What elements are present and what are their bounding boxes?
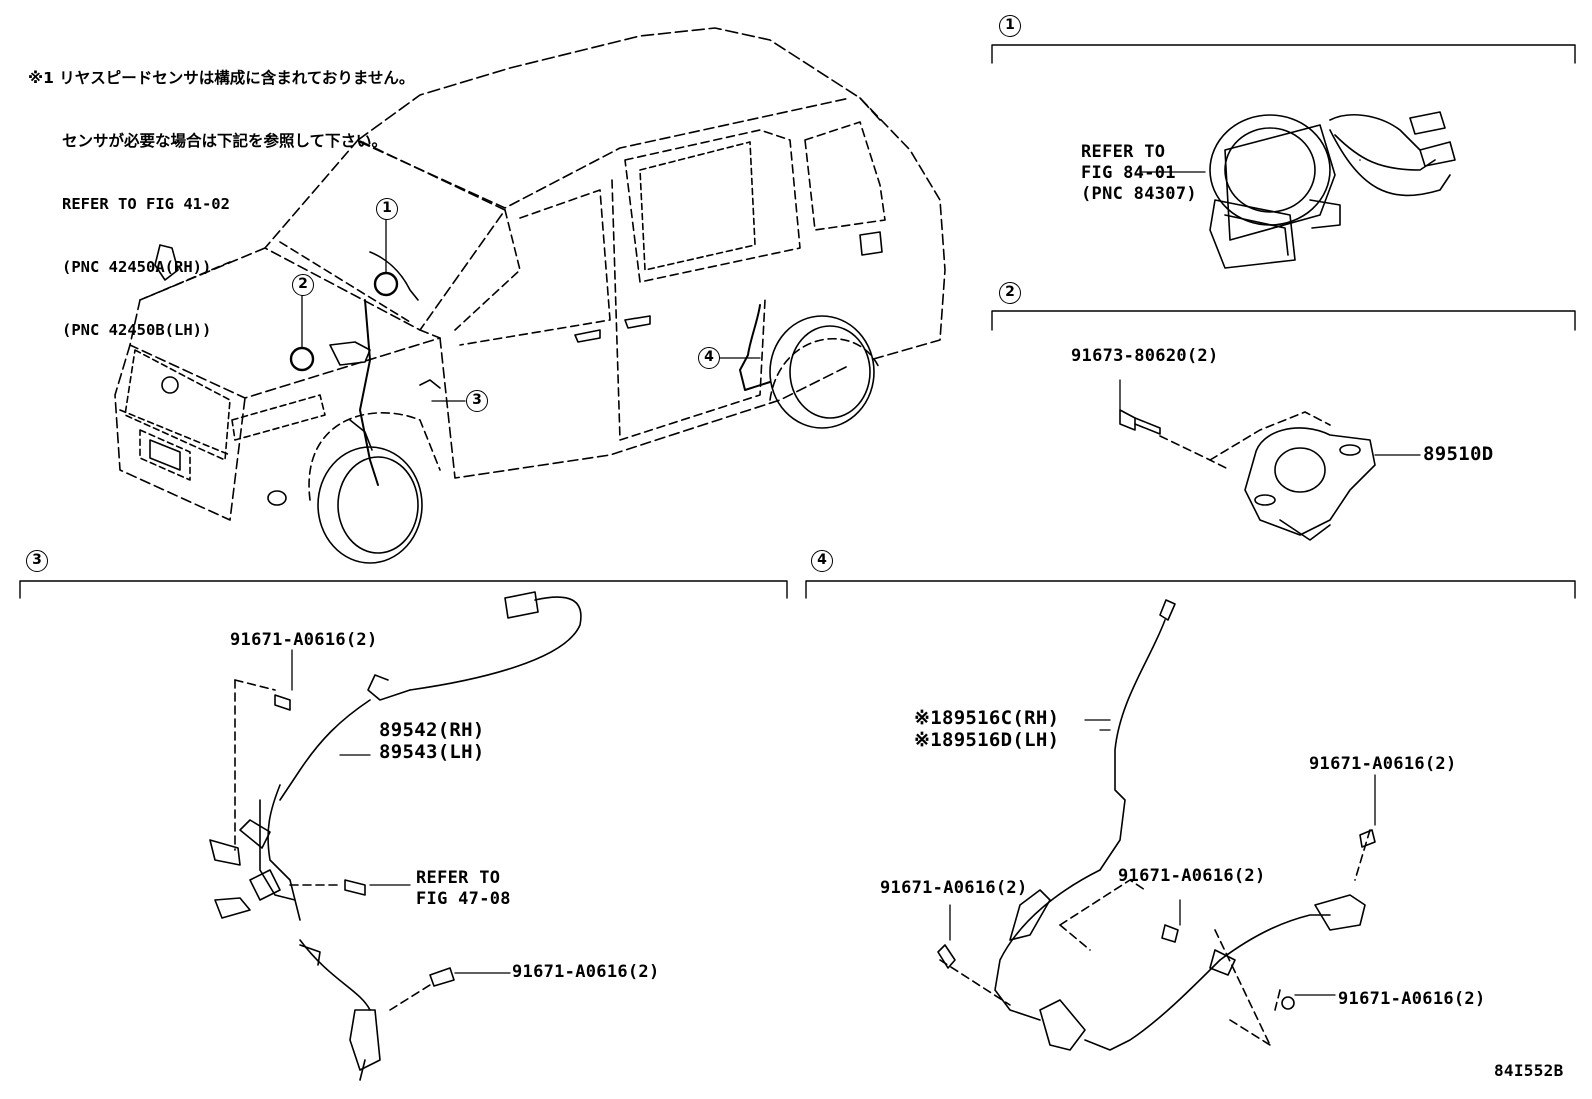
section4-bolt-right-bottom-label[interactable]: 91671-A0616(2) xyxy=(1338,989,1486,1009)
note-line-4: (PNC 42450A(RH)) xyxy=(62,258,212,276)
section-4-callout[interactable]: 4 xyxy=(811,550,833,572)
note-line-3: REFER TO FIG 41-02 xyxy=(62,195,230,213)
section-4-bracket xyxy=(805,580,1576,599)
section4-part-lh-label[interactable]: ※189516D(LH) xyxy=(914,729,1060,751)
rear-sensor-harness-drawing xyxy=(937,159,1376,1051)
note-line-1: ※1 リヤスピードセンサは構成に含まれておりません。 xyxy=(28,69,415,87)
section-2-callout[interactable]: 2 xyxy=(999,282,1021,304)
section3-refer-line2[interactable]: FIG 47-08 xyxy=(416,889,511,909)
spiral-cable-drawing xyxy=(1209,111,1456,269)
section3-part-rh-label[interactable]: 89542(RH) xyxy=(379,719,485,741)
yaw-rate-sensor-drawing xyxy=(1119,379,1421,541)
section1-refer-line3: (PNC 84307) xyxy=(1081,184,1197,204)
section-3-bracket xyxy=(19,580,788,599)
vehicle-callout-3[interactable]: 3 xyxy=(466,390,488,412)
vehicle-callout-1[interactable]: 1 xyxy=(376,198,398,220)
section1-refer-line2[interactable]: FIG 84-01 xyxy=(1081,163,1176,183)
section-2-bracket xyxy=(991,310,1576,331)
section3-bolt-bottom-label[interactable]: 91671-A0616(2) xyxy=(512,962,660,982)
vehicle-callout-2[interactable]: 2 xyxy=(292,274,314,296)
front-speed-sensor-drawing xyxy=(209,591,582,1081)
section-1-callout[interactable]: 1 xyxy=(999,15,1021,37)
section3-part-lh-label[interactable]: 89543(LH) xyxy=(379,741,485,763)
section3-refer-line1: REFER TO xyxy=(416,868,501,888)
section3-bolt-top-label[interactable]: 91671-A0616(2) xyxy=(230,630,378,650)
section1-refer-line1: REFER TO xyxy=(1081,142,1166,162)
callout-leaders xyxy=(301,217,761,402)
note-line-2: センサが必要な場合は下記を参照して下さい。 xyxy=(62,132,388,150)
vehicle-callout-4[interactable]: 4 xyxy=(698,347,720,369)
section4-part-rh-label[interactable]: ※189516C(RH) xyxy=(914,707,1060,729)
vehicle-drawing xyxy=(114,27,946,564)
rear-sensor-note: ※1 リヤスピードセンサは構成に含まれておりません。 センサが必要な場合は下記を… xyxy=(28,26,414,362)
section-3-callout[interactable]: 3 xyxy=(26,550,48,572)
section-brackets xyxy=(19,44,1576,599)
section4-bolt-right-top-label[interactable]: 91671-A0616(2) xyxy=(1309,754,1457,774)
figure-id: 84I552B xyxy=(1494,1061,1564,1080)
section2-bolt-label[interactable]: 91673-80620(2) xyxy=(1071,346,1219,366)
section4-bolt-left-label[interactable]: 91671-A0616(2) xyxy=(880,878,1028,898)
section-1-bracket xyxy=(991,44,1576,64)
section2-part-label[interactable]: 89510D xyxy=(1423,443,1494,465)
section4-bolt-mid-label[interactable]: 91671-A0616(2) xyxy=(1118,866,1266,886)
note-line-5: (PNC 42450B(LH)) xyxy=(62,321,212,339)
vehicle-location-markers xyxy=(289,271,399,372)
